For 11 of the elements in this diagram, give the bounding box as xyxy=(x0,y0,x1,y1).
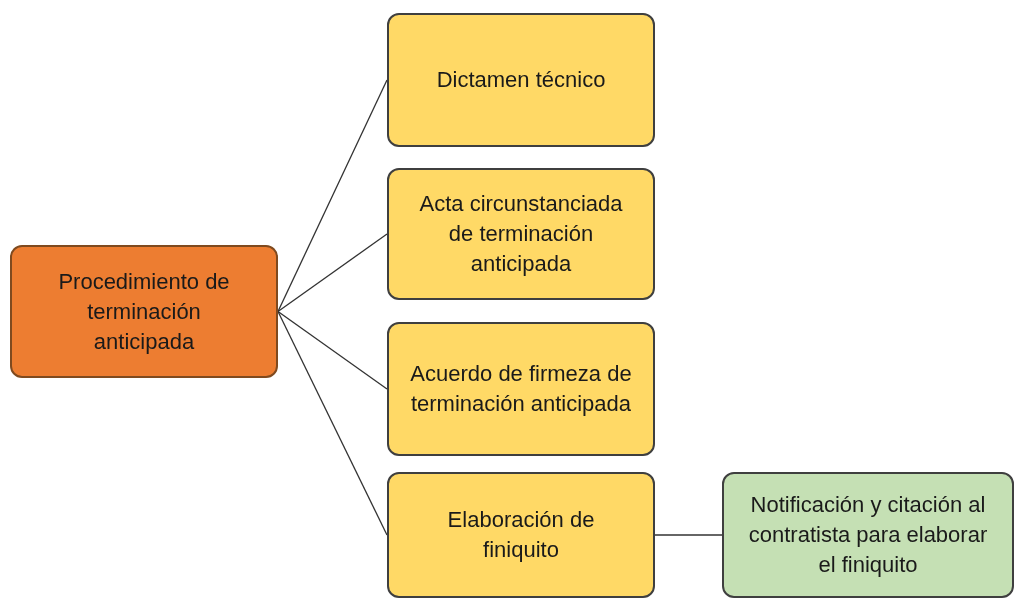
connector-line xyxy=(654,534,723,536)
connector-line xyxy=(277,79,388,313)
root-box: Procedimiento de terminación anticipada xyxy=(10,245,278,378)
process-box: Elaboración de finiquito xyxy=(387,472,655,598)
subprocess-box: Notificación y citación al contratista para elaborar el finiquito xyxy=(722,472,1014,598)
connector-line xyxy=(277,310,388,536)
process-box: Dictamen técnico xyxy=(387,13,655,147)
process-box: Acuerdo de firmeza de terminación anticipada xyxy=(387,322,655,456)
connector-line xyxy=(277,310,388,390)
process-box: Acta circunstanciada de terminación anticipada xyxy=(387,168,655,300)
connector-line xyxy=(277,233,388,313)
